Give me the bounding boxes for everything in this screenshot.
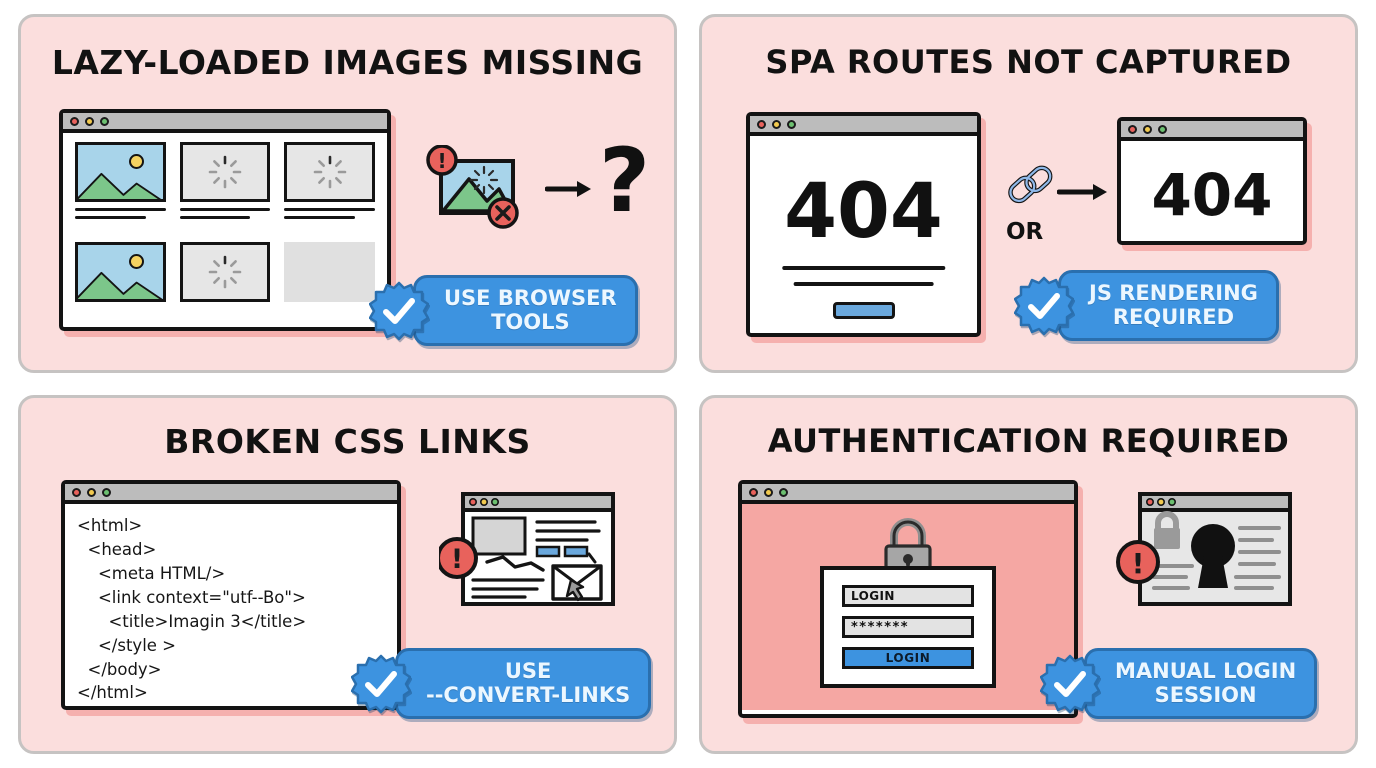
caption-lines [179, 208, 271, 224]
recommendation-badge[interactable]: JS RENDERING REQUIRED [1014, 270, 1279, 342]
badge-label: JS RENDERING REQUIRED [1058, 270, 1279, 342]
thumbnail-cell [284, 241, 375, 316]
caption-lines [284, 208, 375, 224]
loading-thumbnail [284, 142, 375, 202]
window-minimize-dot-icon[interactable] [772, 119, 781, 129]
text-line [781, 266, 946, 270]
check-seal-icon [1040, 654, 1100, 714]
browser-window-404-secondary: 404 [1117, 117, 1307, 245]
text-line [793, 282, 934, 286]
svg-text:!: ! [437, 149, 446, 173]
or-label: OR [1006, 219, 1044, 245]
window-close-dot-icon[interactable] [749, 487, 758, 497]
username-field[interactable]: LOGIN [842, 585, 974, 607]
right-arrow-icon [545, 181, 591, 197]
panel-title: AUTHENTICATION REQUIRED [767, 422, 1290, 460]
thumbnail-grid [75, 142, 375, 315]
mountain-icon [77, 272, 162, 299]
recommendation-badge[interactable]: USE BROWSER TOOLS [369, 275, 638, 347]
mountain-icon [77, 172, 162, 199]
window-maximize-dot-icon[interactable] [1158, 124, 1167, 134]
panel-broken-css-links: BROKEN CSS LINKS <html> <head> <meta HTM… [18, 395, 677, 754]
window-titlebar [1121, 121, 1303, 141]
question-mark-label: ? [599, 129, 651, 232]
panel-title: BROKEN CSS LINKS [164, 422, 531, 461]
svg-text:!: ! [1132, 547, 1145, 580]
loading-thumbnail [179, 142, 271, 202]
status-code-label: 404 [1151, 161, 1273, 229]
padlock-icon [1154, 511, 1180, 549]
window-maximize-dot-icon[interactable] [779, 487, 788, 497]
exclamation-badge-icon [439, 537, 478, 579]
window-content: LOGIN ******* LOGIN [742, 504, 1074, 710]
panel-title: LAZY-LOADED IMAGES MISSING [51, 43, 644, 82]
broken-layout-icon: ! [439, 492, 615, 606]
badge-label: MANUAL LOGIN SESSION [1084, 648, 1318, 720]
exclamation-badge-icon [1116, 540, 1160, 584]
check-seal-icon [351, 654, 411, 714]
browser-window-404-primary: 404 [746, 112, 981, 337]
login-form: LOGIN ******* LOGIN [820, 566, 996, 688]
window-titlebar [65, 484, 397, 504]
spinner-icon [208, 255, 242, 288]
window-close-dot-icon[interactable] [72, 487, 81, 497]
loading-thumbnail [179, 241, 271, 302]
browser-window-gallery [59, 109, 391, 331]
blank-placeholder [284, 241, 375, 302]
panel-lazy-loaded-images-missing: LAZY-LOADED IMAGES MISSING [18, 14, 677, 373]
window-close-dot-icon[interactable] [1128, 124, 1137, 134]
caption-lines [75, 208, 166, 224]
spinner-icon [208, 155, 242, 189]
window-maximize-dot-icon[interactable] [102, 487, 111, 497]
html-source-code[interactable]: <html> <head> <meta HTML/> <link context… [77, 516, 307, 703]
browser-window-login: LOGIN ******* LOGIN [738, 480, 1078, 718]
image-thumbnail [75, 241, 166, 302]
panel-spa-routes-not-captured: SPA ROUTES NOT CAPTURED 404 [699, 14, 1358, 373]
check-seal-icon [369, 281, 429, 341]
window-titlebar [63, 113, 387, 133]
window-titlebar [742, 484, 1074, 504]
right-arrow-icon [1057, 184, 1107, 200]
keyhole-icon: ! [1116, 492, 1292, 606]
window-maximize-dot-icon[interactable] [100, 116, 109, 126]
window-maximize-dot-icon[interactable] [787, 119, 796, 129]
password-field[interactable]: ******* [842, 616, 974, 638]
exclamation-badge-icon [426, 145, 458, 176]
window-titlebar [750, 116, 977, 136]
badge-label: USE BROWSER TOOLS [413, 275, 638, 347]
thumbnail-cell [179, 241, 271, 316]
window-close-dot-icon[interactable] [70, 116, 79, 126]
window-content: <html> <head> <meta HTML/> <link context… [65, 504, 397, 702]
broken-image-icon: ! [426, 145, 519, 229]
login-submit-button[interactable]: LOGIN [842, 647, 974, 669]
panel-title: SPA ROUTES NOT CAPTURED [765, 43, 1292, 81]
image-thumbnail [75, 142, 166, 202]
window-content [63, 133, 387, 323]
badge-label: USE --CONVERT-LINKS [395, 648, 652, 720]
sun-icon [128, 154, 144, 169]
page-action-button[interactable] [832, 302, 895, 319]
window-minimize-dot-icon[interactable] [87, 487, 96, 497]
thumbnail-cell [179, 142, 271, 238]
recommendation-badge[interactable]: USE --CONVERT-LINKS [351, 648, 652, 720]
thumbnail-cell [75, 142, 166, 238]
window-minimize-dot-icon[interactable] [1143, 124, 1152, 134]
window-content: 404 [750, 136, 977, 329]
window-close-dot-icon[interactable] [757, 119, 766, 129]
window-minimize-dot-icon[interactable] [85, 116, 94, 126]
chain-link-icon [1008, 165, 1053, 204]
svg-text:!: ! [451, 544, 463, 575]
browser-window-code: <html> <head> <meta HTML/> <link context… [61, 480, 401, 710]
window-minimize-dot-icon[interactable] [764, 487, 773, 497]
status-code-label: 404 [784, 166, 943, 255]
thumbnail-cell [284, 142, 375, 238]
window-content: 404 [1121, 141, 1303, 237]
panel-authentication-required: AUTHENTICATION REQUIRED LOGIN ******* [699, 395, 1358, 754]
thumbnail-cell [75, 241, 166, 316]
sun-icon [128, 253, 144, 269]
recommendation-badge[interactable]: MANUAL LOGIN SESSION [1040, 648, 1318, 720]
check-seal-icon [1014, 276, 1074, 336]
spinner-icon [313, 155, 346, 189]
